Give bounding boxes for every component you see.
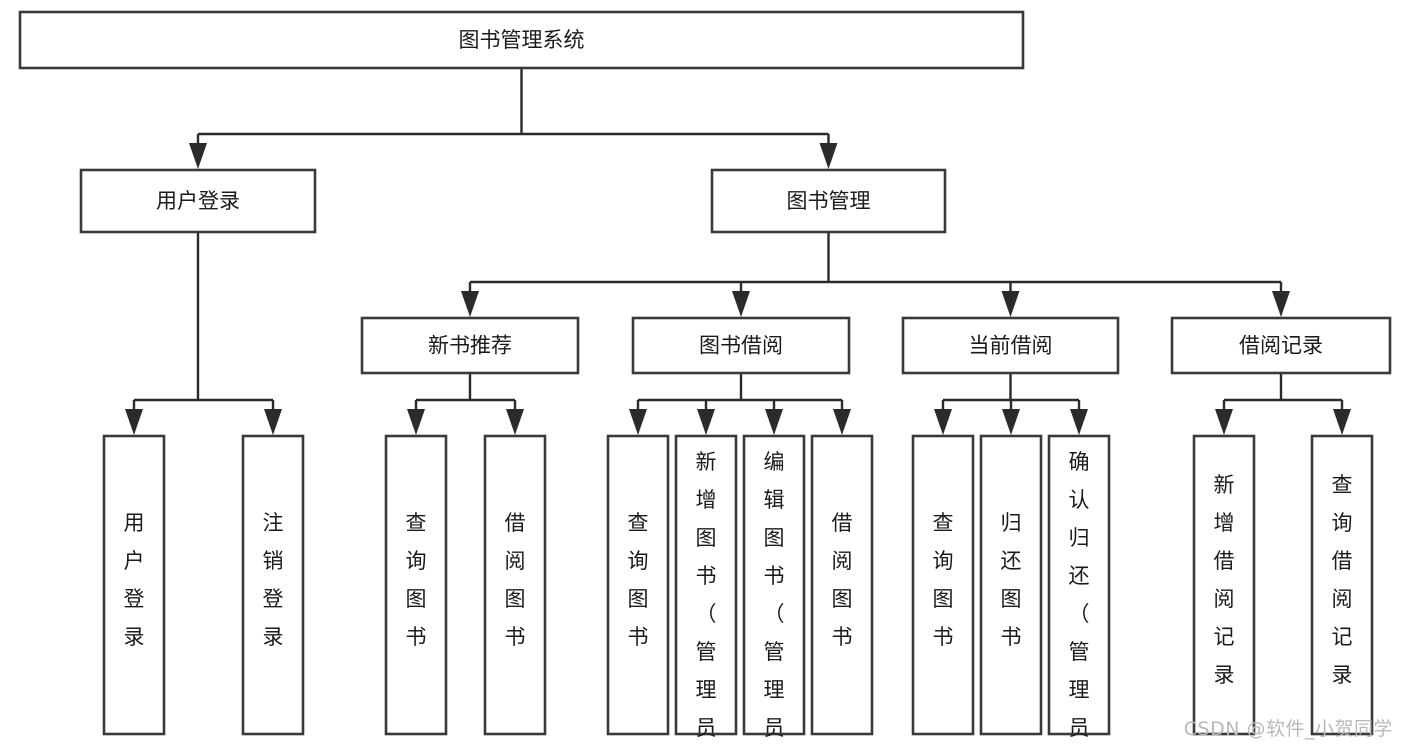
node-label-root: 图书管理系统: [459, 28, 585, 52]
node-leaf-cur-return-book[interactable]: 归还图书: [979, 434, 1043, 736]
arrow-head-current-borrow: [1001, 291, 1020, 317]
arrow-head-leaf-cur-return-book: [1002, 409, 1020, 435]
arrow-head-leaf-rec-borrow-book: [506, 409, 524, 435]
node-box-leaf-rec-borrow-book: [483, 434, 547, 736]
node-label-leaf-rec-query-book: 查询图书: [406, 511, 427, 649]
node-user-login[interactable]: 用户登录: [79, 168, 317, 234]
arrow-head-book-management: [819, 143, 838, 169]
node-new-book-recommend[interactable]: 新书推荐: [360, 316, 580, 375]
node-leaf-user-login[interactable]: 用户登录: [102, 434, 166, 736]
arrow-head-leaf-cur-confirm: [1070, 409, 1088, 435]
node-label-leaf-rec-add-record: 新增借阅记录: [1214, 473, 1235, 687]
node-label-book-management: 图书管理: [787, 189, 871, 213]
node-book-management[interactable]: 图书管理: [710, 168, 947, 234]
node-box-leaf-rec-query-book: [384, 434, 448, 736]
node-box-leaf-rec-add-record: [1192, 434, 1256, 736]
node-box-leaf-user-login: [102, 434, 166, 736]
node-label-leaf-rec-borrow-book: 借阅图书: [505, 511, 526, 649]
edges-from-book-borrow: [629, 373, 851, 435]
arrow-head-leaf-bor-borrow-book: [833, 409, 851, 435]
edges-from-borrow-record: [1215, 373, 1351, 435]
node-leaf-bor-borrow-book[interactable]: 借阅图书: [810, 434, 874, 736]
node-leaf-bor-add-book[interactable]: 新增图书（管理员）: [674, 434, 738, 747]
connector-layer: [125, 68, 1351, 435]
node-label-leaf-user-logout: 注销登录: [263, 511, 284, 649]
edges-from-user-login: [125, 232, 282, 435]
node-leaf-cur-confirm[interactable]: 确认归还（管理员）: [1047, 434, 1111, 747]
node-box-root: [18, 10, 1025, 70]
node-label-leaf-cur-confirm: 确认归还（管理员）: [1069, 450, 1090, 747]
node-box-leaf-bor-query-book: [606, 434, 670, 736]
node-leaf-cur-query-book[interactable]: 查询图书: [911, 434, 975, 736]
node-box-current-borrow: [901, 316, 1120, 375]
node-label-user-login: 用户登录: [156, 189, 240, 213]
arrow-head-leaf-bor-query-book: [629, 409, 647, 435]
node-label-leaf-rec-query-record: 查询借阅记录: [1332, 473, 1353, 687]
node-leaf-bor-edit-book[interactable]: 编辑图书（管理员）: [742, 434, 806, 747]
node-label-new-book-recommend: 新书推荐: [428, 334, 512, 358]
node-label-leaf-cur-query-book: 查询图书: [933, 511, 954, 649]
arrow-head-leaf-bor-add-book: [697, 409, 715, 435]
node-box-leaf-rec-query-record: [1310, 434, 1374, 736]
node-box-leaf-cur-query-book: [911, 434, 975, 736]
node-label-leaf-bor-query-book: 查询图书: [628, 511, 649, 649]
node-label-leaf-bor-edit-book: 编辑图书（管理员）: [764, 450, 785, 747]
arrow-head-leaf-rec-add-record: [1215, 409, 1233, 435]
node-leaf-rec-query-record[interactable]: 查询借阅记录: [1310, 434, 1374, 736]
node-box-borrow-record: [1170, 316, 1392, 375]
node-label-leaf-cur-return-book: 归还图书: [1001, 511, 1022, 649]
node-leaf-rec-add-record[interactable]: 新增借阅记录: [1192, 434, 1256, 736]
node-root[interactable]: 图书管理系统: [18, 10, 1025, 70]
node-box-leaf-user-logout: [241, 434, 305, 736]
node-box-user-login: [79, 168, 317, 234]
node-label-leaf-bor-add-book: 新增图书（管理员）: [696, 450, 717, 747]
node-box-leaf-bor-borrow-book: [810, 434, 874, 736]
node-box-book-management: [710, 168, 947, 234]
arrow-head-leaf-user-logout: [264, 409, 282, 435]
node-box-leaf-cur-confirm: [1047, 434, 1111, 736]
node-label-book-borrow: 图书借阅: [699, 334, 783, 358]
edges-from-root: [189, 68, 838, 169]
node-leaf-user-logout[interactable]: 注销登录: [241, 434, 305, 736]
arrow-head-leaf-user-login: [125, 409, 143, 435]
watermark: CSDN @软件_小贺同学: [1183, 718, 1393, 740]
node-book-borrow[interactable]: 图书借阅: [631, 316, 851, 375]
node-borrow-record[interactable]: 借阅记录: [1170, 316, 1392, 375]
node-leaf-rec-borrow-book[interactable]: 借阅图书: [483, 434, 547, 736]
arrow-head-leaf-rec-query-record: [1333, 409, 1351, 435]
arrow-head-user-login: [189, 143, 207, 169]
arrow-head-leaf-bor-edit-book: [765, 409, 783, 435]
edges-from-current-borrow: [934, 373, 1088, 435]
node-leaf-rec-query-book[interactable]: 查询图书: [384, 434, 448, 736]
edges-from-new-book-recommend: [407, 373, 524, 435]
node-leaf-bor-query-book[interactable]: 查询图书: [606, 434, 670, 736]
arrow-head-leaf-cur-query-book: [934, 409, 952, 435]
arrow-head-new-book-recommend: [461, 291, 479, 317]
node-box-leaf-cur-return-book: [979, 434, 1043, 736]
arrow-head-leaf-rec-query-book: [407, 409, 425, 435]
arrow-head-borrow-record: [1272, 291, 1290, 317]
node-label-current-borrow: 当前借阅: [969, 334, 1053, 358]
edges-from-book-management: [461, 232, 1290, 317]
node-box-new-book-recommend: [360, 316, 580, 375]
node-label-leaf-user-login: 用户登录: [124, 511, 145, 649]
node-current-borrow[interactable]: 当前借阅: [901, 316, 1120, 375]
node-box-book-borrow: [631, 316, 851, 375]
arrow-head-book-borrow: [732, 291, 750, 317]
node-label-leaf-bor-borrow-book: 借阅图书: [832, 511, 853, 649]
node-box-leaf-bor-edit-book: [742, 434, 806, 736]
node-layer: 图书管理系统用户登录图书管理新书推荐图书借阅当前借阅借阅记录用户登录注销登录查询…: [18, 10, 1392, 747]
node-label-borrow-record: 借阅记录: [1239, 334, 1323, 358]
node-box-leaf-bor-add-book: [674, 434, 738, 736]
